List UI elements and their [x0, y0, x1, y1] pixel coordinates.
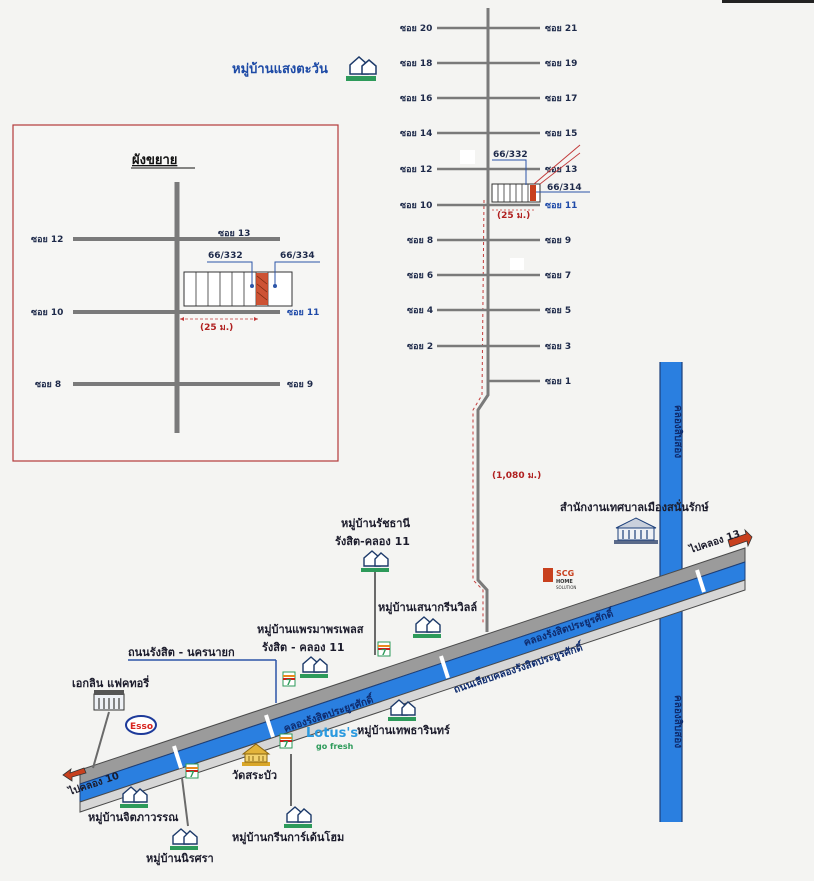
arrow-to-klong13 [727, 528, 753, 548]
bridges [172, 569, 706, 769]
soi-18-label: ซอย 18 [400, 59, 432, 69]
inset-soi-10: ซอย 10 [31, 308, 63, 318]
seven-eleven-text: 7 [283, 740, 289, 749]
soi-5-label: ซอย 5 [545, 306, 571, 316]
inset-soi-9: ซอย 9 [287, 380, 313, 390]
scg-logo: SCG HOME SOLUTION [543, 568, 576, 590]
seven-eleven-icon: 7 [377, 641, 391, 657]
government-building-icon [614, 517, 658, 544]
road-main-label: ถนนรังสิต - นครนายก [128, 646, 235, 659]
soi-19-label: ซอย 19 [545, 59, 577, 69]
soi-2-label: ซอย 2 [407, 342, 433, 352]
inset-soi-8: ซอย 8 [35, 380, 61, 390]
village-saengtawan-label: หมู่บ้านแสงตะวัน [232, 61, 328, 77]
senagreen-label: หมู่บ้านเสนากรีนวิลล์ [378, 601, 477, 615]
tepharin-label: หมู่บ้านเทพธารินทร์ [357, 724, 450, 738]
office-label: สำนักงานเทศบาลเมืองสนั่นรักษ์ [560, 499, 709, 514]
dist-1080: (1,080 ม.) [492, 471, 541, 481]
vertical-canal-label-bottom: คลองสิบสอง [672, 695, 684, 748]
lot-label-66-332-main: 66/332 [493, 150, 528, 160]
inset-soi-11: ซอย 11 [287, 308, 319, 318]
soi-3-label: ซอย 3 [545, 342, 571, 352]
soi-7-label: ซอย 7 [545, 271, 571, 281]
temple-icon [241, 743, 271, 766]
soi-labels-right: ซอย 21 ซอย 19 ซอย 17 ซอย 15 ซอย 13 ซอย 1… [545, 24, 577, 387]
praemaphon-label-2: รังสิต - คลอง 11 [262, 641, 345, 654]
inset-lot-66-334: 66/334 [280, 251, 315, 261]
soi-21-label: ซอย 21 [545, 24, 577, 34]
factory-icon [93, 690, 125, 711]
corner-mark [722, 0, 814, 3]
house-icon [120, 786, 148, 808]
inset-title: ผังขยาย [132, 153, 177, 168]
seven-eleven-icon: 7 [282, 671, 296, 687]
ratchathani-label-1: หมู่บ้านรัชธานี [341, 517, 410, 531]
soi-15-label: ซอย 15 [545, 129, 577, 139]
seven-eleven-text: 7 [189, 770, 195, 779]
inset-map [12, 124, 339, 462]
esso-logo: Esso [125, 715, 157, 735]
soi-20-label: ซอย 20 [400, 24, 432, 34]
scg-logo-text: SCG [556, 569, 574, 578]
ratchathani-label-2: รังสิต-คลอง 11 [335, 535, 410, 548]
praemaphon-label-1: หมู่บ้านแพรมาพรเพลส [257, 623, 364, 637]
arrow-to-klong10 [62, 767, 87, 782]
lotus-logo-sub: go fresh [316, 742, 354, 751]
esso-text: Esso [130, 722, 153, 732]
inset-soi-12: ซอย 12 [31, 235, 63, 245]
seven-eleven-text: 7 [381, 648, 387, 657]
soi-8-label: ซอย 8 [407, 236, 433, 246]
main-soi-road [472, 8, 490, 632]
house-icon [346, 55, 377, 81]
soi-16-label: ซอย 16 [400, 94, 432, 104]
soi-6-label: ซอย 6 [407, 271, 433, 281]
scg-logo-sub2: SOLUTION [556, 585, 576, 590]
soi-1-label: ซอย 1 [545, 377, 571, 387]
lotus-logo-text: Lotus's [306, 726, 358, 741]
soi-17-label: ซอย 17 [545, 94, 577, 104]
lot-block-main [491, 144, 590, 203]
seven-eleven-icon: 7 [185, 763, 199, 779]
nirisara-label: หมู่บ้านนิรศรา [146, 852, 214, 866]
house-icon [284, 806, 312, 828]
soi-10-label: ซอย 10 [400, 201, 432, 211]
house-icon [413, 616, 441, 638]
seven-eleven-text: 7 [286, 678, 292, 687]
inset-soi-13: ซอย 13 [218, 229, 250, 239]
house-icon [388, 699, 416, 721]
nirisara-road [181, 777, 189, 827]
vertical-canal-label-top: คลองสิบสอง [672, 405, 684, 458]
scg-logo-sub1: HOME [556, 579, 573, 585]
main-diagonal [79, 547, 746, 813]
house-icon [361, 550, 389, 572]
soi-branches [437, 26, 540, 383]
watsrabua-label: วัดสระบัว [232, 769, 277, 782]
soi-13-label: ซอย 13 [545, 165, 577, 175]
white-patch [510, 258, 524, 270]
inset-lot-66-332: 66/332 [208, 251, 243, 261]
soi-4-label: ซอย 4 [407, 306, 433, 316]
greengarden-label: หมู่บ้านกรีนการ์เด้นโฮม [232, 830, 344, 845]
inset-dist-25: (25 ม.) [200, 323, 233, 333]
soi-14-label: ซอย 14 [400, 129, 432, 139]
lot-label-66-314-main: 66/314 [547, 183, 582, 193]
soi-labels-left: ซอย 20 ซอย 18 ซอย 16 ซอย 14 ซอย 12 ซอย 1… [400, 24, 433, 352]
soi-9-label: ซอย 9 [545, 236, 571, 246]
seven-eleven-icon: 7 [279, 733, 293, 749]
factory-road [92, 711, 110, 769]
house-icon [300, 656, 328, 678]
jitphawan-label: หมู่บ้านจิตภาวรรณ [88, 811, 179, 825]
soi-12-label: ซอย 12 [400, 165, 432, 175]
house-icon [170, 828, 198, 850]
factory-label: เอกลิน แฟคทอรี่ [72, 675, 149, 690]
dist-25-main: (25 ม.) [497, 211, 530, 221]
soi-11-label: ซอย 11 [545, 201, 577, 211]
white-patch [460, 150, 475, 164]
